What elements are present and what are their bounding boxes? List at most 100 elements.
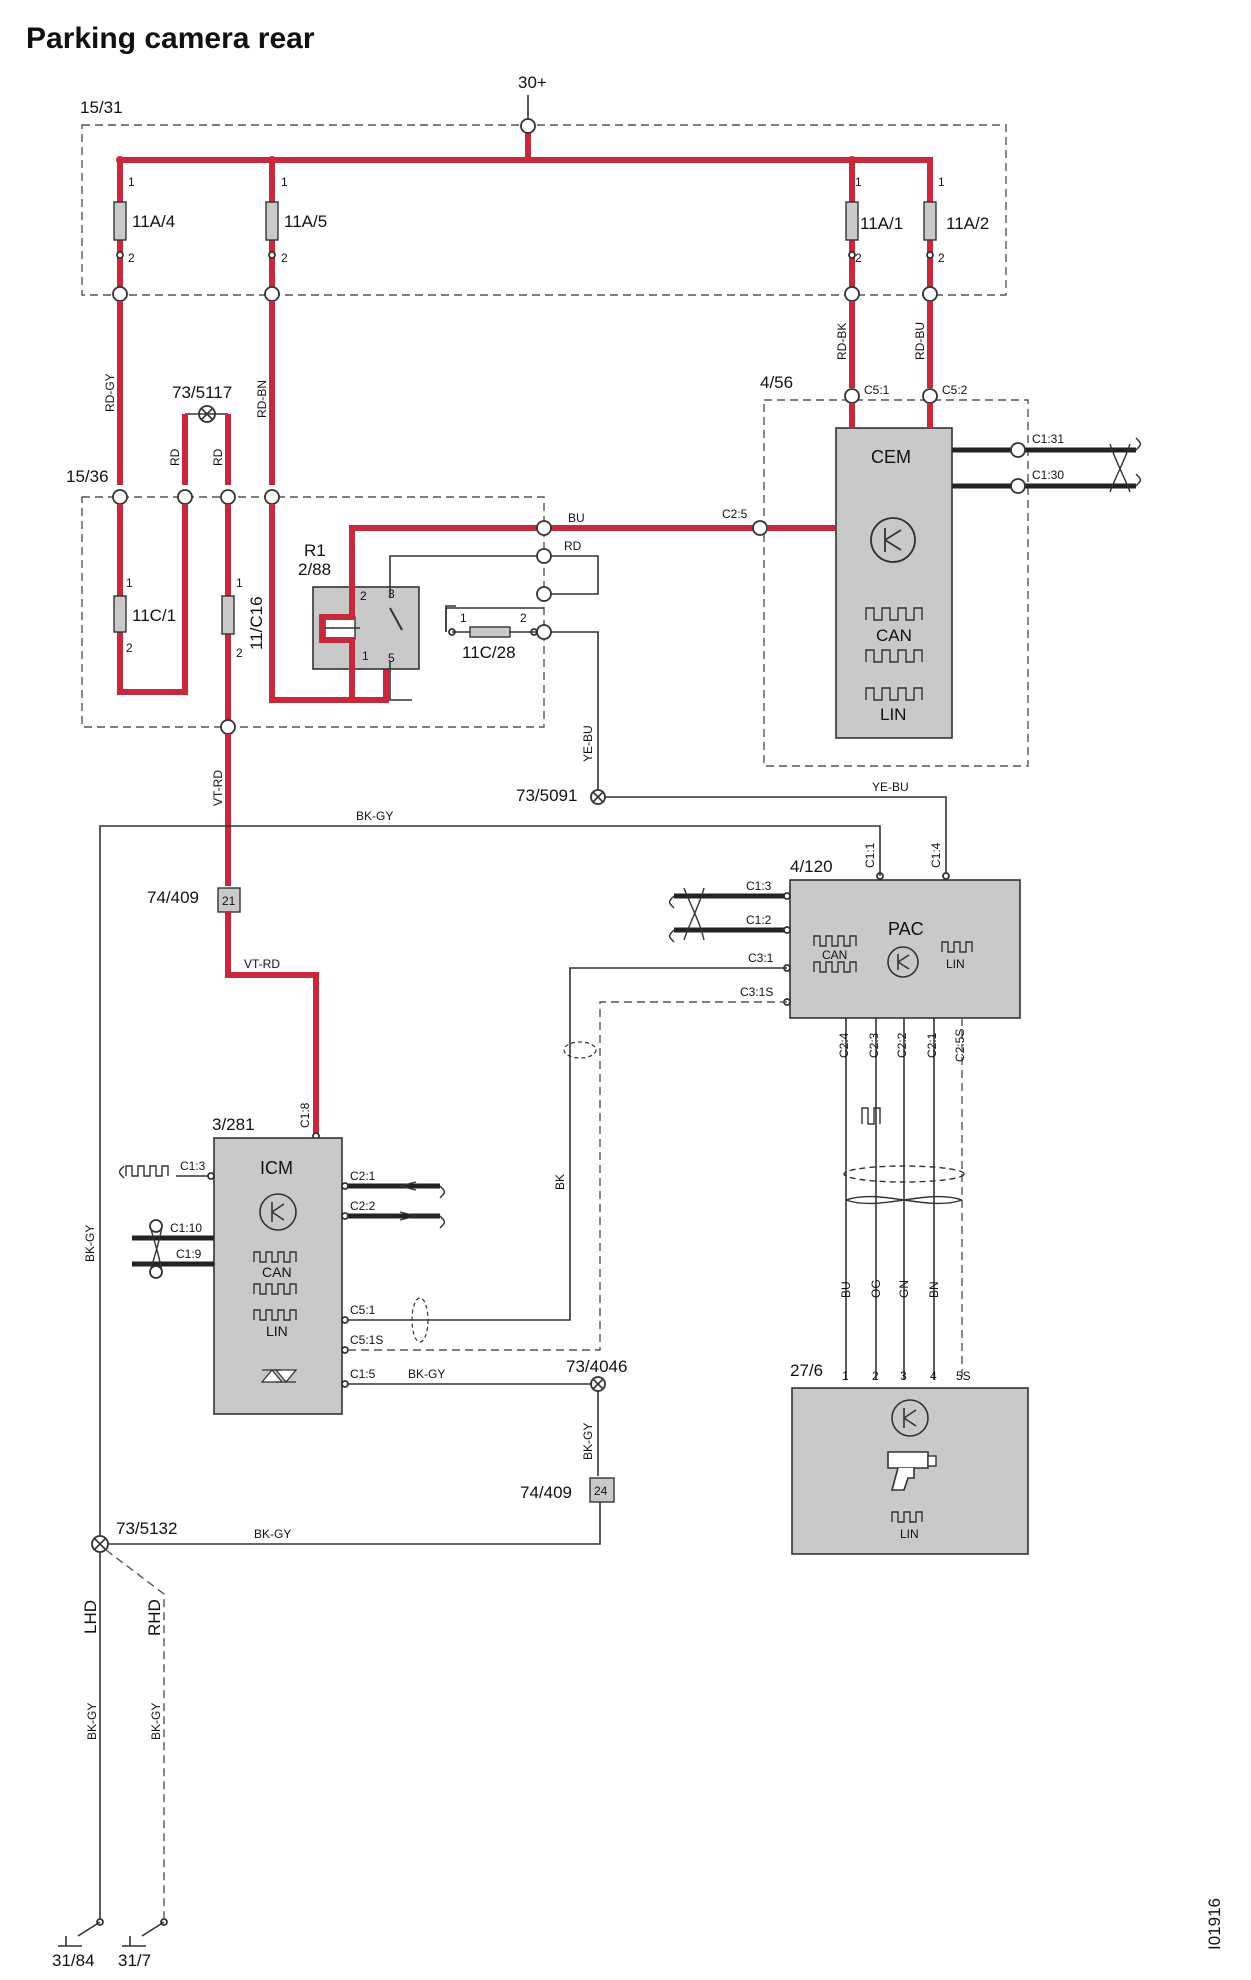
- cem-pin-c1-30: C1:30: [1032, 468, 1064, 482]
- ground-31-84-label: 31/84: [52, 1951, 95, 1970]
- module-icm: 3/281 ICM CAN LIN: [212, 1115, 343, 1415]
- supply-node: [520, 118, 536, 134]
- pac-pin-c1-1: C1:1: [863, 842, 877, 868]
- pac-pin-c1-3: C1:3: [746, 879, 772, 893]
- wire-bk-gy-2-label: BK-GY: [581, 1423, 595, 1460]
- pac-can-label: CAN: [822, 948, 847, 962]
- camera-pin-2: 2: [872, 1369, 879, 1383]
- wire-bk-gy-1-label: BK-GY: [408, 1367, 445, 1381]
- fuse-11a1-label: 11A/1: [860, 214, 903, 233]
- relay-r1: R1 2/88 2 3 1 5: [298, 541, 420, 670]
- icm-pin-c2-1: C2:1: [350, 1169, 376, 1183]
- camera-pin-3: 3: [900, 1369, 907, 1383]
- svg-text:2: 2: [520, 611, 527, 625]
- wire-bk-gy-left-label: BK-GY: [83, 1225, 97, 1262]
- cem-pin-c5-2: C5:2: [942, 383, 968, 397]
- fuse-11a1: 1 2 11A/1: [845, 175, 903, 265]
- wire-bk-label: BK: [553, 1174, 567, 1190]
- wire-rd-2-label: RD: [211, 448, 225, 466]
- icm-pin-c1-10: C1:10: [170, 1221, 202, 1235]
- wire-rd-gy-label: RD-GY: [103, 373, 117, 412]
- pac-c2-wires: C2:4 C2:3 C2:2 C2:1 C2:5S BU OG GN BN: [837, 1018, 967, 1380]
- svg-text:1: 1: [236, 576, 243, 590]
- fuse-11a2-label: 11A/2: [946, 214, 989, 233]
- connector-pin-24: 24: [594, 1484, 608, 1498]
- cem-lin-label: LIN: [880, 705, 906, 724]
- relay-id: 2/88: [298, 560, 331, 579]
- cem-pin-c1-31: C1:31: [1032, 432, 1064, 446]
- wire-bk-gy-rhd-label: BK-GY: [149, 1703, 163, 1740]
- cem-name: CEM: [871, 447, 911, 467]
- svg-text:2: 2: [236, 646, 243, 660]
- wire-vt-rd-2-label: VT-RD: [244, 957, 280, 971]
- cem-id: 4/56: [760, 373, 793, 392]
- fusebox-main: 15/31: [80, 98, 1007, 296]
- fuse-11a5-label: 11A/5: [284, 212, 327, 231]
- module-cem: 4/56 CEM CAN LIN: [760, 373, 1029, 767]
- fuse-11c28-label: 11C/28: [462, 643, 516, 662]
- svg-text:1: 1: [855, 175, 862, 189]
- camera-pin-4: 4: [930, 1369, 937, 1383]
- diode-icon: [260, 1368, 298, 1384]
- pac-pin-c2-3: C2:3: [867, 1032, 881, 1058]
- svg-text:2: 2: [855, 251, 862, 265]
- pac-pin-c2-4: C2:4: [837, 1032, 851, 1058]
- wire-bu-label: BU: [568, 511, 585, 525]
- icm-id: 3/281: [212, 1115, 255, 1134]
- svg-text:1: 1: [460, 611, 467, 625]
- icm-pin-c1-9: C1:9: [176, 1247, 202, 1261]
- fuse-11a4-label: 11A/4: [132, 212, 175, 231]
- fuse-11a2: 1 2 11A/2: [923, 175, 989, 265]
- svg-text:2: 2: [938, 251, 945, 265]
- camera-icon: [887, 1451, 937, 1491]
- wire-bk-gy-lhd-label: BK-GY: [85, 1703, 99, 1740]
- svg-text:3: 3: [388, 587, 395, 601]
- fuse-11a4: 12 11A/4: [113, 175, 175, 265]
- camera-pin-5s: 5S: [956, 1369, 971, 1383]
- svg-text:1: 1: [281, 175, 288, 189]
- connector-74409-a-label: 74/409: [147, 888, 199, 907]
- icm-pin-c2-2: C2:2: [350, 1199, 376, 1213]
- icm-pin-c1-5: C1:5: [350, 1367, 376, 1381]
- camera-id: 27/6: [790, 1361, 823, 1380]
- ground-31-84: 31/84: [52, 1918, 104, 1970]
- svg-text:1: 1: [938, 175, 945, 189]
- lhd-label: LHD: [81, 1600, 100, 1634]
- wire-rd-bk-label: RD-BK: [835, 323, 849, 360]
- splice-5132-label: 73/5132: [116, 1519, 177, 1538]
- pac-name: PAC: [888, 919, 924, 939]
- image-id: I01916: [1205, 1898, 1224, 1950]
- cem-pin-c5-1: C5:1: [864, 383, 890, 397]
- wire-rd-1-label: RD: [168, 448, 182, 466]
- icm-pin-c5-1: C5:1: [350, 1303, 376, 1317]
- module-pac: 4/120 PAC CAN LIN: [789, 857, 1021, 1019]
- pac-id: 4/120: [790, 857, 833, 876]
- connector-pin-21: 21: [222, 894, 236, 908]
- icm-pin-c5-1s: C5:1S: [350, 1333, 383, 1347]
- rhd-label: RHD: [145, 1599, 164, 1636]
- svg-text:2: 2: [126, 641, 133, 655]
- ground-31-7: 31/7: [118, 1918, 168, 1970]
- pac-lin-label: LIN: [946, 957, 965, 971]
- fuse-11c16: 12 11/C16: [221, 576, 266, 660]
- pac-pin-c3-1: C3:1: [748, 951, 774, 965]
- icm-lin-label: LIN: [266, 1323, 288, 1339]
- wire-rd-bn-label: RD-BN: [255, 380, 269, 418]
- module-camera: 27/6 1 2 3 4 5S LIN: [790, 1361, 1029, 1555]
- relay-name: R1: [304, 541, 326, 560]
- fuse-11c1: 12 11C/1: [113, 576, 176, 655]
- svg-text:1: 1: [362, 649, 369, 663]
- fuse-11c1-label: 11C/1: [132, 606, 176, 625]
- camera-pin-1: 1: [842, 1369, 849, 1383]
- icm-pin-c1-8: C1:8: [298, 1102, 312, 1128]
- fusebox-main-label: 15/31: [80, 98, 123, 117]
- fuse-11a5: 1 2 11A/5: [265, 175, 327, 265]
- splice-4046-label: 73/4046: [566, 1357, 627, 1376]
- ground-31-7-label: 31/7: [118, 1951, 151, 1970]
- wire-vt-rd-label: VT-RD: [211, 770, 225, 806]
- wire-bu-cam-label: BU: [839, 1281, 853, 1298]
- svg-text:2: 2: [281, 251, 288, 265]
- pac-pin-c3-1s: C3:1S: [740, 985, 773, 999]
- svg-text:2: 2: [128, 251, 135, 265]
